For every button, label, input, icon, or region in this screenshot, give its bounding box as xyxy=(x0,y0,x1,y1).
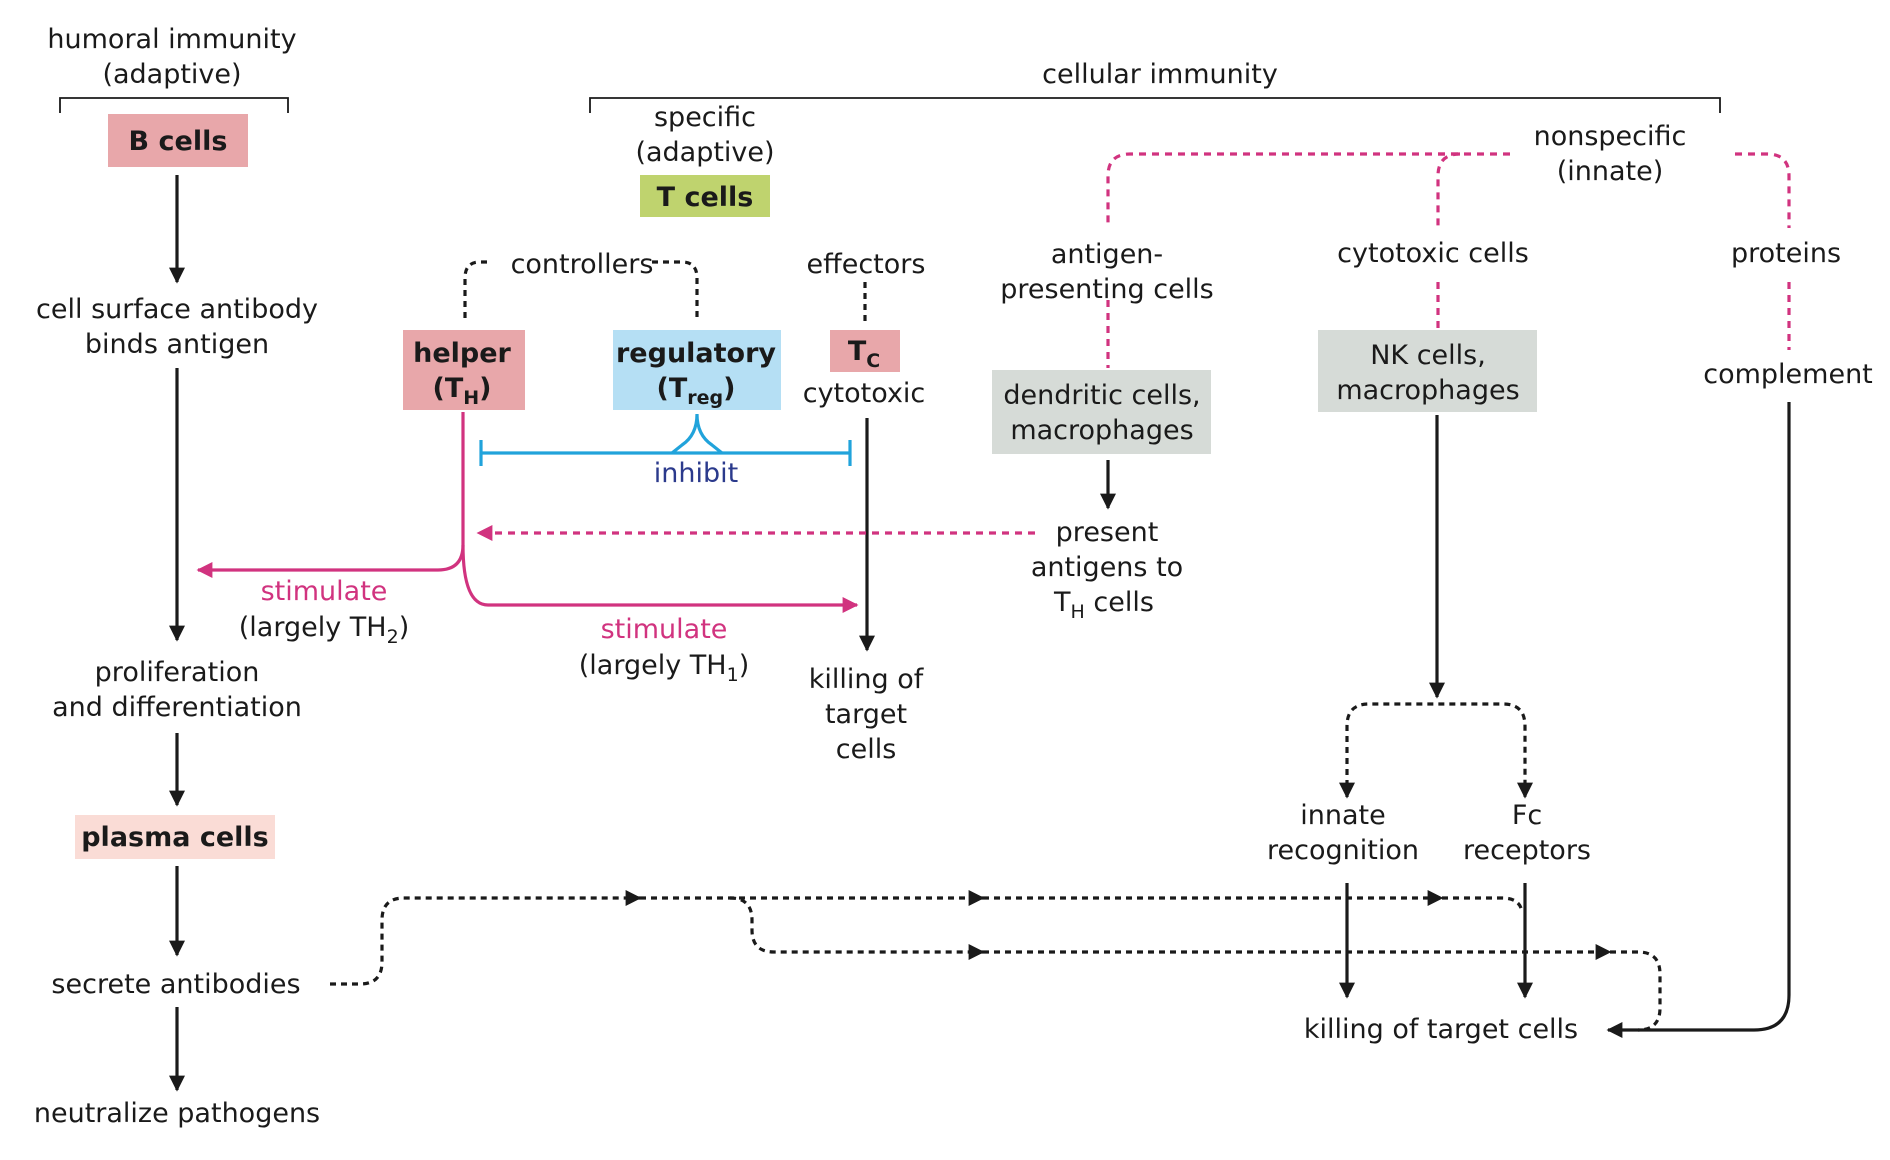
helper-symbol: (TH) xyxy=(432,373,491,409)
tc-killing-line2: target xyxy=(825,699,907,730)
nonspecific-branch-apc xyxy=(1106,152,1510,228)
controllers-label: controllers xyxy=(511,249,654,280)
nk-box xyxy=(1318,330,1537,412)
secrete-antibodies: secrete antibodies xyxy=(51,969,300,1000)
plasma-cells-label: plasma cells xyxy=(81,822,269,853)
fc-line2: receptors xyxy=(1463,835,1591,866)
inhibit-label: inhibit xyxy=(654,458,738,489)
apc-line2: presenting cells xyxy=(1000,274,1214,305)
humoral-title-line1: humoral immunity xyxy=(47,24,296,55)
cytotoxic-label: cytotoxic xyxy=(803,378,926,409)
controllers-connector xyxy=(463,260,490,318)
largely-th2-label: (largely TH2) xyxy=(239,612,409,648)
inhibit-brace xyxy=(671,413,723,455)
nonspecific-branch-cytotoxic xyxy=(1436,152,1461,228)
surface-antibody-line2: binds antigen xyxy=(85,329,269,360)
stimulate-left-label: stimulate xyxy=(261,576,388,607)
helper-label: helper xyxy=(413,338,511,369)
surface-antibody-line1: cell surface antibody xyxy=(36,294,318,325)
killing-target-cells: killing of target cells xyxy=(1304,1014,1578,1045)
nonspecific-line2: (innate) xyxy=(1557,156,1664,187)
regulatory-box xyxy=(613,330,781,410)
largely-th1-label: (largely TH1) xyxy=(579,650,749,686)
antibody-path-top-4 xyxy=(1442,896,1524,913)
complement-label: complement xyxy=(1703,359,1873,390)
antibody-path-top xyxy=(330,890,642,986)
regulatory-label: regulatory xyxy=(616,338,776,369)
b-cells-box xyxy=(108,114,248,167)
nonspecific-line1: nonspecific xyxy=(1534,121,1687,152)
helper-stimulate-right-line xyxy=(461,544,859,613)
dendritic-line2: macrophages xyxy=(1010,415,1193,446)
cellular-bracket xyxy=(589,97,1721,113)
antibody-path-bottom xyxy=(729,896,985,960)
nk-line1: NK cells, xyxy=(1370,340,1486,371)
tc-killing-line3: cells xyxy=(836,734,897,765)
tc-symbol: TC xyxy=(848,336,880,372)
arrow-complement-to-killing xyxy=(1606,402,1791,1038)
t-cells-box xyxy=(640,175,770,217)
nk-split xyxy=(1339,702,1533,799)
dendritic-line1: dendritic cells, xyxy=(1003,380,1200,411)
apc-line1: antigen- xyxy=(1051,239,1163,270)
fc-line1: Fc xyxy=(1512,800,1542,831)
humoral-bracket xyxy=(59,97,289,113)
proteins-label: proteins xyxy=(1731,238,1841,269)
innate-recognition-line2: recognition xyxy=(1267,835,1419,866)
tc-killing-line1: killing of xyxy=(809,664,925,695)
specific-line1: specific xyxy=(654,102,756,133)
neutralize-pathogens: neutralize pathogens xyxy=(34,1098,320,1129)
tc-box xyxy=(830,330,900,372)
cellular-title: cellular immunity xyxy=(1042,59,1278,90)
specific-line2: (adaptive) xyxy=(635,137,774,168)
present-line3: TH cells xyxy=(1053,587,1154,623)
proliferation-line1: proliferation xyxy=(95,657,260,688)
helper-box xyxy=(403,330,525,410)
antibody-path-bottom-3 xyxy=(1610,950,1662,1032)
nk-line2: macrophages xyxy=(1336,375,1519,406)
dendritic-box xyxy=(992,370,1211,454)
innate-recognition-line1: innate xyxy=(1300,800,1385,831)
helper-stimulate-left-line xyxy=(196,412,465,578)
stimulate-mid-label: stimulate xyxy=(601,614,728,645)
t-cells-label: T cells xyxy=(657,182,754,213)
inhibit-line xyxy=(479,440,852,466)
present-line1: present xyxy=(1056,517,1159,548)
present-line2: antigens to xyxy=(1031,552,1183,583)
proliferation-line2: and differentiation xyxy=(52,692,302,723)
nonspecific-branch-proteins xyxy=(1735,152,1791,228)
b-cells-label: B cells xyxy=(129,126,228,157)
controllers-connector-right xyxy=(652,260,699,318)
humoral-title-line2: (adaptive) xyxy=(102,59,241,90)
plasma-cells-box xyxy=(75,815,275,859)
cytotoxic-cells-label: cytotoxic cells xyxy=(1337,238,1529,269)
effectors-label: effectors xyxy=(807,249,926,280)
